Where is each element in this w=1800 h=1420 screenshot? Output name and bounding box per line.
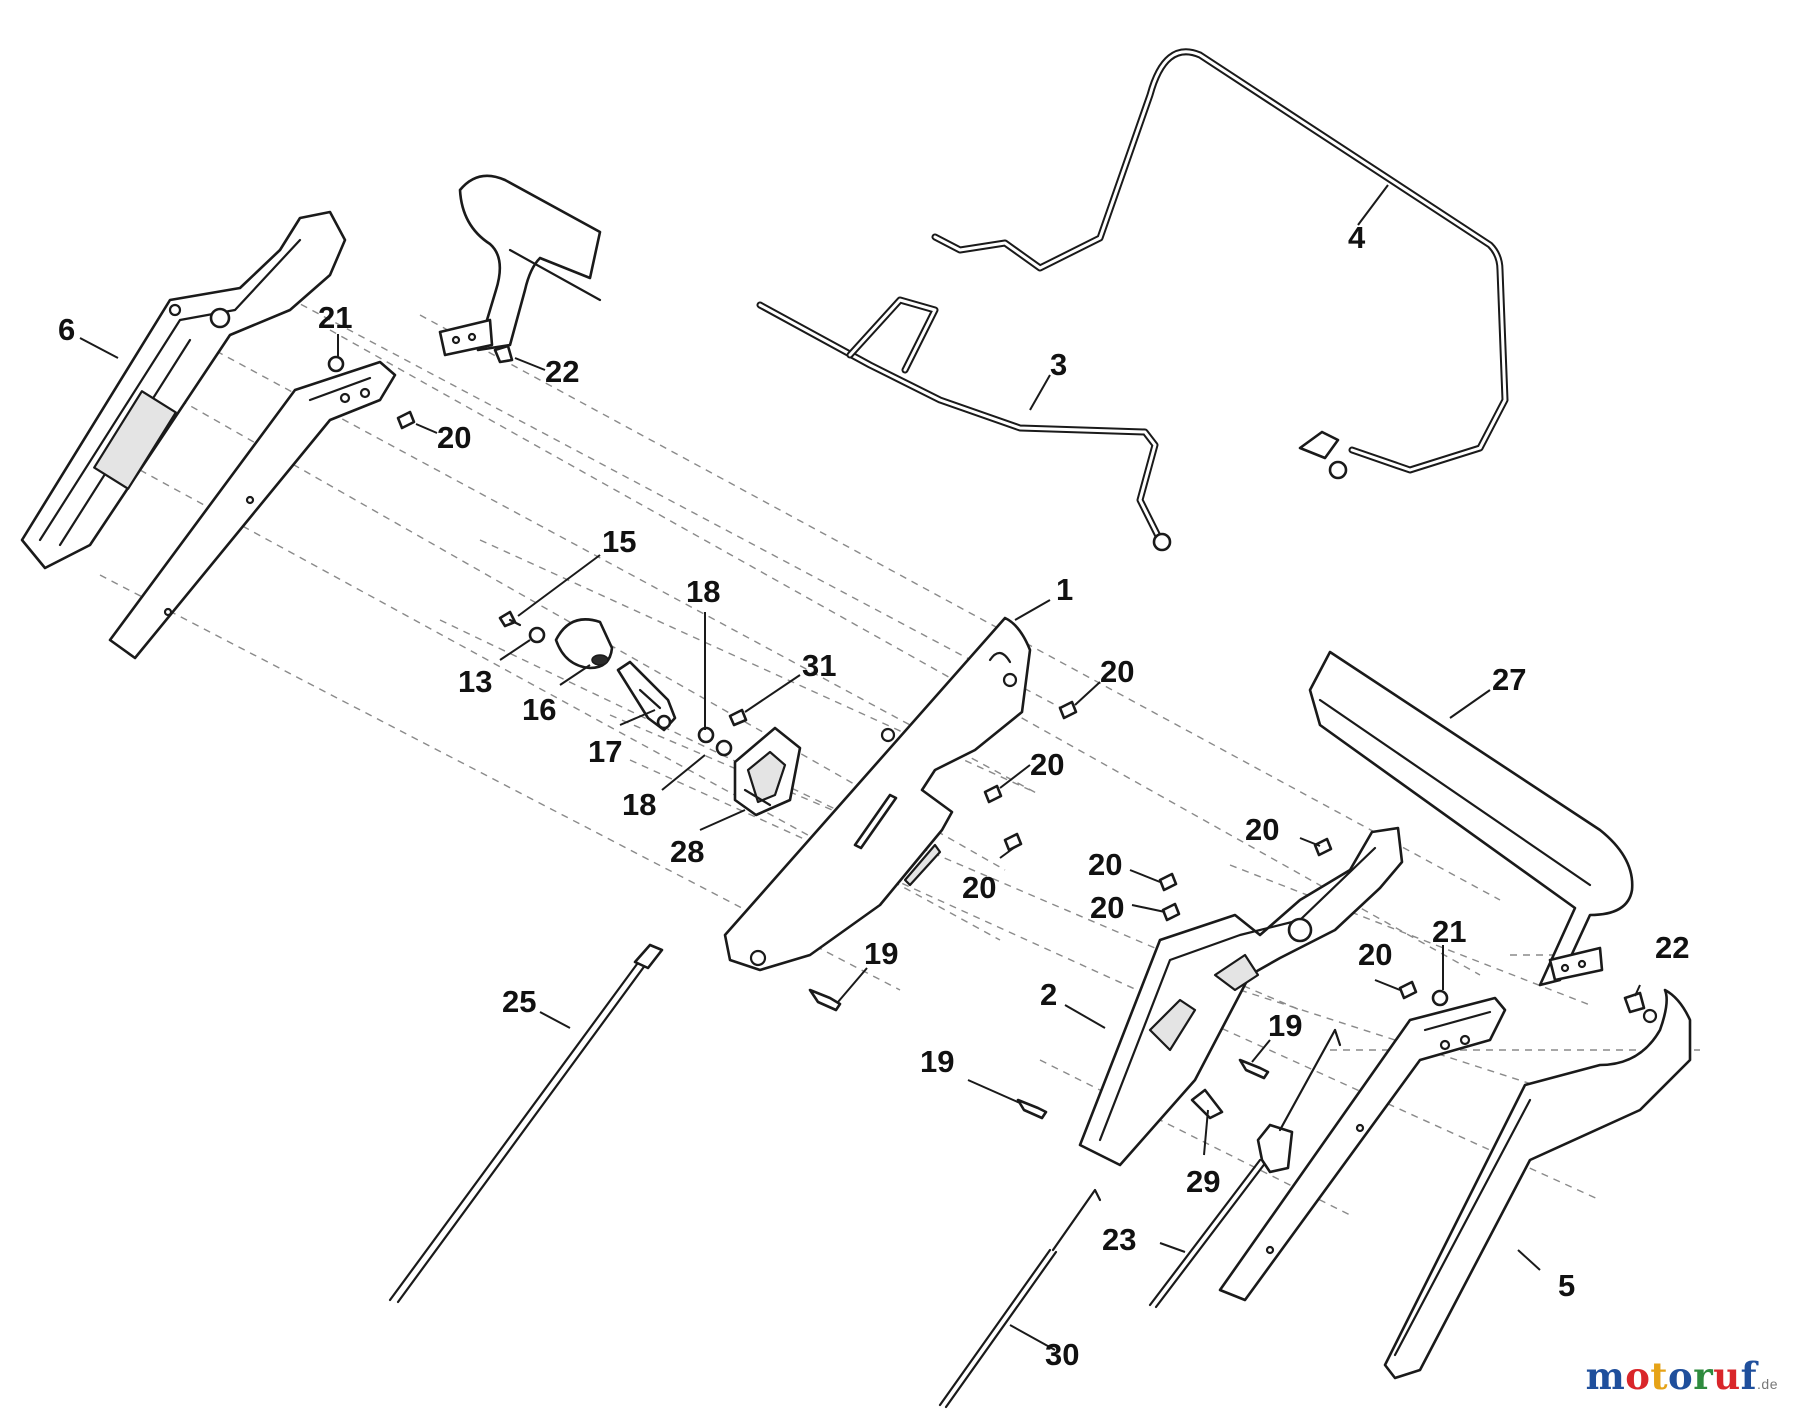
part-5-right-lower-cover [1383, 988, 1692, 1380]
callout-30: 30 [1045, 1337, 1079, 1372]
part-3-drive-lever [756, 296, 1172, 552]
callout-18: 18 [622, 787, 656, 822]
logo-letter: t [1650, 1354, 1669, 1398]
part-16-knob [554, 618, 614, 670]
part-22-left-grip [438, 174, 602, 364]
part-22-right-button [1623, 991, 1646, 1014]
part-31-bolt [728, 708, 748, 727]
part-20-right-bolt-c [1161, 902, 1181, 922]
callout-6: 6 [58, 312, 75, 347]
callout-28: 28 [670, 834, 704, 869]
part-19-center-screw [808, 988, 842, 1012]
callout-21: 21 [318, 300, 352, 335]
callout-19: 19 [864, 936, 898, 971]
part-20-right-bolt-d [1398, 980, 1418, 1000]
part-19-right-screw-b [1016, 1098, 1048, 1120]
logo-tld: .de [1757, 1376, 1778, 1392]
part-20-right-bolt-a [1313, 837, 1333, 857]
callout-22: 22 [1655, 930, 1689, 965]
part-20-right-bolt-b [1158, 872, 1178, 892]
callout-2: 2 [1040, 977, 1057, 1012]
logo-letter: o [1668, 1354, 1694, 1398]
callout-25: 25 [502, 984, 536, 1019]
callout-20: 20 [1030, 747, 1064, 782]
callout-15: 15 [602, 524, 636, 559]
callout-20: 20 [1090, 890, 1124, 925]
part-2-right-handle-cover [1078, 826, 1404, 1167]
part-20-left-bolt [396, 410, 416, 430]
logo-letter: r [1693, 1354, 1714, 1398]
callout-27: 27 [1492, 662, 1526, 697]
part-17-plunger [616, 660, 677, 732]
part-27-right-grip [1308, 650, 1634, 987]
callout-20: 20 [1245, 812, 1279, 847]
callout-13: 13 [458, 664, 492, 699]
callout-19: 19 [1268, 1008, 1302, 1043]
part-4-bail-bar [931, 48, 1509, 480]
callout-23: 23 [1102, 1222, 1136, 1257]
part-15-screw [498, 610, 522, 628]
part-20-center-bolt-a [1058, 700, 1078, 720]
logo-letter: m [1585, 1354, 1626, 1398]
part-6-left-handle-cover [20, 210, 347, 570]
callout-22: 22 [545, 354, 579, 389]
part-21-left-nut [327, 355, 345, 373]
part-20-center-bolt-b [983, 784, 1003, 804]
callout-3: 3 [1050, 347, 1067, 382]
part-19-right-screw-a [1238, 1058, 1270, 1080]
callout-16: 16 [522, 692, 556, 727]
callout-17: 17 [588, 734, 622, 769]
part-13-washer [528, 626, 546, 644]
callout-20: 20 [1358, 937, 1392, 972]
callout-20: 20 [1088, 847, 1122, 882]
callout-20: 20 [962, 870, 996, 905]
part-23-cable [1148, 1028, 1342, 1309]
part-28-latch-block [733, 726, 802, 817]
logo-letter: u [1713, 1354, 1741, 1398]
part-29-clip [1190, 1088, 1224, 1120]
callout-18: 18 [686, 574, 720, 609]
callout-29: 29 [1186, 1164, 1220, 1199]
part-20-center-bolt-c [1003, 832, 1023, 852]
logo-letter: o [1625, 1354, 1651, 1398]
callout-5: 5 [1558, 1268, 1575, 1303]
part-18-lower-washer [715, 739, 733, 757]
callout-20: 20 [437, 420, 471, 455]
part-25-cable [388, 943, 664, 1304]
part-21-right-nut [1431, 989, 1449, 1007]
callout-19: 19 [920, 1044, 954, 1079]
part-30-cable [938, 1188, 1102, 1409]
part-right-lower-tube [1218, 996, 1507, 1302]
motoruf-logo: motoruf.de [1586, 1354, 1778, 1398]
part-1-center-cover [723, 616, 1032, 972]
callout-labels: 6 21 22 20 4 3 15 18 13 16 17 31 18 28 1… [58, 220, 1689, 1372]
callout-4: 4 [1348, 220, 1366, 255]
logo-letter: f [1740, 1354, 1758, 1398]
callout-21: 21 [1432, 914, 1466, 949]
part-left-lower-tube [108, 360, 397, 660]
callout-leader-lines [79, 184, 1641, 1351]
callout-31: 31 [802, 648, 836, 683]
callout-1: 1 [1056, 572, 1073, 607]
callout-20: 20 [1100, 654, 1134, 689]
part-18-upper-washer [697, 726, 715, 744]
